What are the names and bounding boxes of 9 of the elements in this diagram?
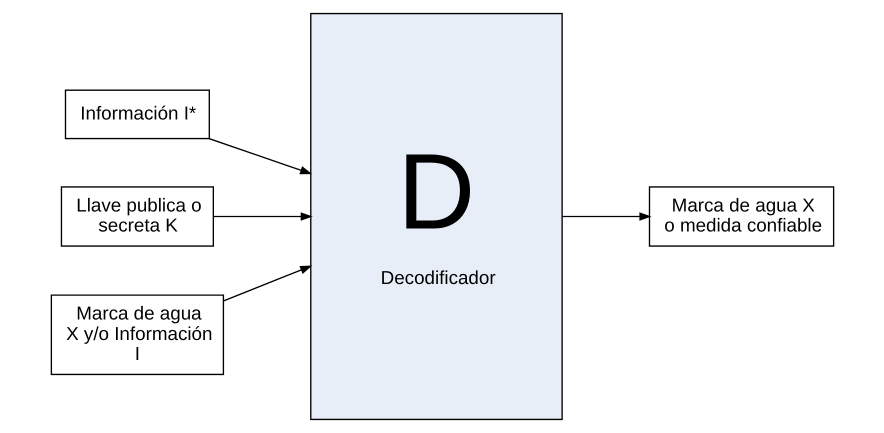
node-box: Marca de agua X y/o Información I — [50, 294, 224, 376]
arrow — [213, 212, 312, 221]
node-box: Llave publica o secreta K — [60, 186, 214, 247]
node-box: Información I* — [64, 89, 210, 140]
arrow — [562, 212, 651, 221]
node-box: D Decodificador — [310, 12, 562, 420]
arrow — [222, 266, 312, 302]
node-box: Marca de agua X o medida confiable — [648, 186, 834, 247]
arrow — [208, 138, 312, 174]
